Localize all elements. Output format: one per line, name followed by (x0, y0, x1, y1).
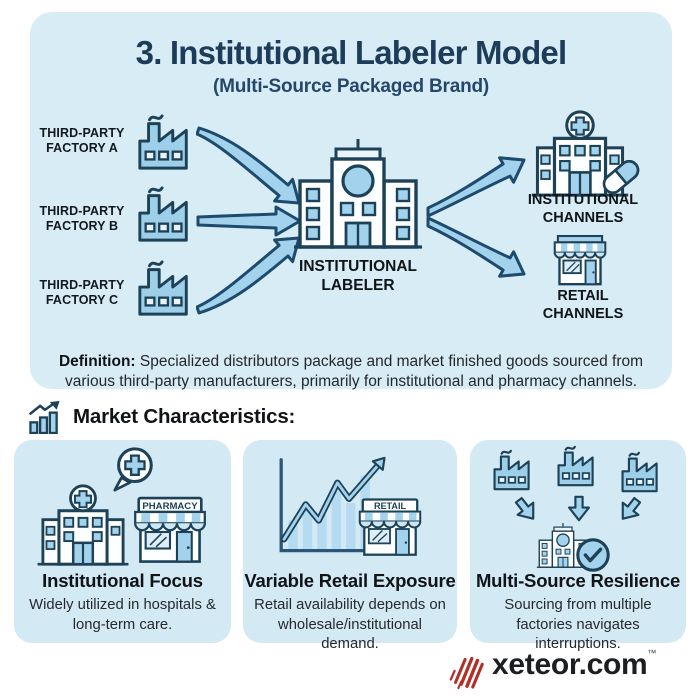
card-variable-retail-exposure: RETAIL Variable Retail Exposure Retail a… (243, 440, 457, 652)
market-characteristics-header: Market Characteristics: (27, 399, 295, 435)
pharmacy-sign-text: PHARMACY (142, 501, 198, 512)
hospital-icon (34, 484, 132, 566)
retail-sign-text: RETAIL (374, 501, 407, 511)
labeler-building-icon (292, 136, 424, 252)
storefront-icon (550, 234, 610, 287)
card-title: Variable Retail Exposure (244, 570, 456, 591)
factory-icon (134, 112, 196, 172)
model-panel: 3. Institutional Labeler Model (Multi-So… (30, 12, 672, 390)
pill-icon (602, 160, 640, 194)
page-subtitle: (Multi-Source Packaged Brand) (212, 76, 490, 97)
growth-chart-icon (29, 400, 60, 434)
down-arrow-icon (567, 495, 591, 522)
card-institutional-focus: PHARMACY Institutional Focus Widely util… (14, 440, 231, 643)
logo-streaks-icon (449, 656, 484, 690)
down-arrow-icon (612, 491, 648, 527)
check-circle-icon (576, 538, 610, 572)
card-title: Institutional Focus (42, 570, 203, 591)
definition-label: Definition: (58, 352, 136, 370)
trademark-symbol: ™ (647, 648, 657, 658)
page-title: 3. Institutional Labeler Model (135, 34, 568, 71)
brand-text: xeteor.com™ (492, 648, 657, 681)
factory-a-label: THIRD-PARTY FACTORY A (39, 126, 125, 155)
factory-icon (618, 450, 664, 494)
pharmacy-storefront-icon: PHARMACY (130, 496, 210, 568)
card-description: Widely utilized in hospitals & long-term… (29, 597, 216, 633)
factory-icon (490, 448, 536, 492)
factory-icon (554, 444, 600, 488)
flow-arrows-out-icon (426, 156, 526, 278)
factory-c-label: THIRD-PARTY FACTORY C (39, 278, 125, 307)
factory-icon (134, 258, 196, 318)
market-characteristics-heading: Market Characteristics: (73, 405, 296, 428)
flow-arrows-in-icon (196, 126, 302, 315)
institutional-channels-label: INSTITUTIONAL CHANNELS (527, 192, 639, 226)
card-multi-source-resilience: Multi-Source Resilience Sourcing from mu… (470, 440, 686, 652)
retail-storefront-icon: RETAIL (355, 498, 425, 560)
labeler-label: INSTITUTIONAL LABELER (299, 258, 417, 294)
card-title: Multi-Source Resilience (475, 570, 681, 591)
factory-b-label: THIRD-PARTY FACTORY B (39, 204, 125, 233)
card-description: Sourcing from multiple factories navigat… (504, 597, 652, 652)
card-description: Retail availability depends on wholesale… (254, 597, 446, 652)
definition-text: Definition: Specialized distributors pac… (58, 352, 644, 390)
retail-channels-label: RETAIL CHANNELS (542, 288, 624, 322)
speech-bubble-cross-icon (113, 447, 153, 492)
factory-icon (134, 184, 196, 244)
